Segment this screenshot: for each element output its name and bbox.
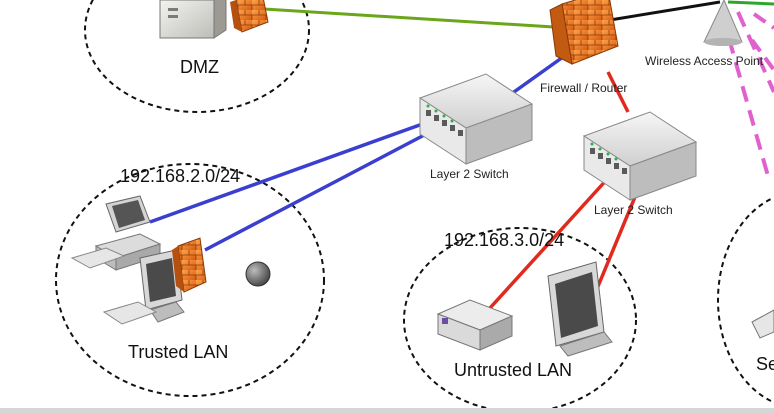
switch-left-label: Layer 2 Switch xyxy=(430,167,509,181)
switch-right-icon xyxy=(582,111,698,201)
wireless-link-2 xyxy=(736,11,774,93)
switch-left-pc-link xyxy=(149,120,429,224)
trusted-lan-zone-boundary xyxy=(55,163,325,397)
wireless-ap-label: Wireless Access Point xyxy=(645,54,764,68)
firewall-router-label: Firewall / Router xyxy=(540,81,627,95)
trusted-subnet-label: 192.168.2.0/24 xyxy=(120,166,240,186)
dmz-zone-boundary xyxy=(84,0,310,113)
status-indicator-icon xyxy=(245,261,271,287)
untrusted-subnet-label: 192.168.3.0/24 xyxy=(444,230,564,250)
firewall-switch-right-link xyxy=(606,71,630,113)
servers-zone-label: Se xyxy=(756,354,774,374)
switch-left-icon xyxy=(418,73,534,165)
switch-right-hub-link xyxy=(488,174,612,310)
dmz-label: DMZ xyxy=(180,57,219,77)
servers-zone-boundary xyxy=(717,196,774,404)
untrusted-lan-label: Untrusted LAN xyxy=(454,360,572,380)
trusted-firewall-icon xyxy=(172,237,207,293)
firewall-router-icon xyxy=(549,0,619,65)
switch-right-label: Layer 2 Switch xyxy=(594,203,673,217)
trusted-monitor-icon xyxy=(102,249,185,325)
switch-left-fw-link xyxy=(204,130,431,252)
dmz-server-icon xyxy=(159,0,227,39)
untrusted-hub-icon xyxy=(436,299,514,351)
dmz-firewall-link xyxy=(247,6,571,30)
wireless-ap-icon xyxy=(703,0,743,46)
dmz-firewall-icon xyxy=(230,0,269,33)
server-device-icon xyxy=(751,309,774,339)
untrusted-monitor-icon xyxy=(547,261,613,357)
switch-right-monitor-link xyxy=(592,179,644,297)
desktop-computer-icon xyxy=(70,195,162,271)
ap-green-link xyxy=(727,0,774,6)
firewall-ap-link xyxy=(609,0,721,22)
wireless-link-4 xyxy=(750,38,774,72)
bottom-border xyxy=(0,408,774,414)
wireless-link-3 xyxy=(752,12,774,30)
trusted-lan-label: Trusted LAN xyxy=(128,342,228,362)
